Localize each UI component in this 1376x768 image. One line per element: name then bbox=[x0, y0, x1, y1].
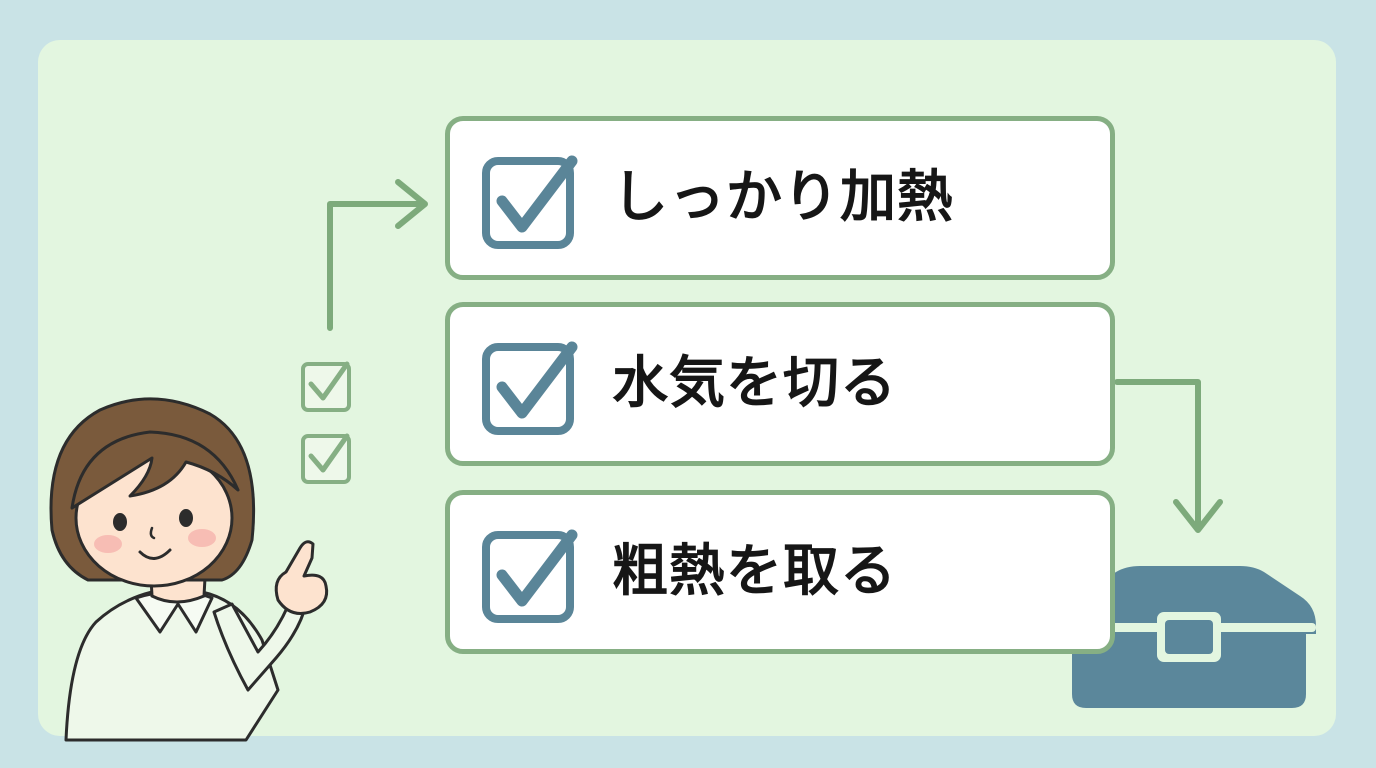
lunch-box-icon bbox=[1062, 566, 1316, 708]
step-card-2: 水気を切る bbox=[445, 302, 1115, 466]
step-label: しっかり加熱 bbox=[612, 165, 954, 230]
checkbox-checked-icon bbox=[482, 341, 578, 435]
step-card-1: しっかり加熱 bbox=[445, 116, 1115, 280]
step-card-3: 粗熱を取る bbox=[445, 490, 1115, 654]
pointing-woman-illustration bbox=[49, 397, 329, 742]
checkbox-checked-icon bbox=[482, 529, 578, 623]
step-label: 水気を切る bbox=[612, 351, 897, 416]
step-label: 粗熱を取る bbox=[612, 539, 897, 604]
arrow-to-lunch-box-icon bbox=[1114, 379, 1223, 533]
arrow-to-first-step-icon bbox=[327, 179, 428, 331]
checkbox-checked-icon bbox=[482, 155, 578, 249]
small-checkbox-icon bbox=[301, 361, 351, 412]
small-checkbox-icon bbox=[301, 433, 351, 484]
